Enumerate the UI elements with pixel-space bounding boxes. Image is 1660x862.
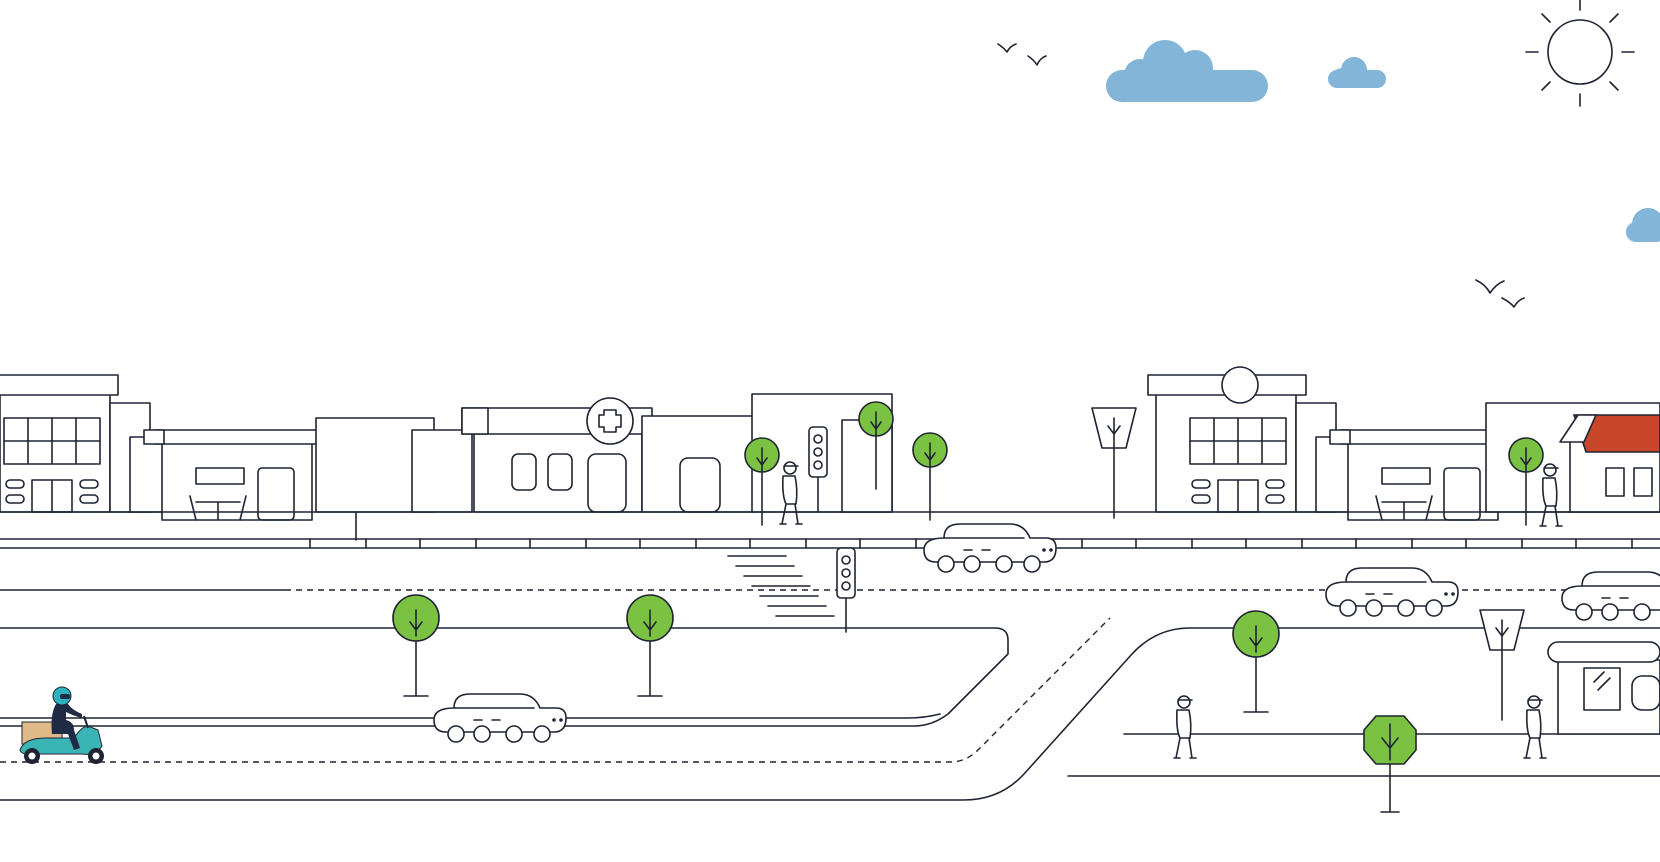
car-icon	[923, 523, 1057, 573]
car-icon	[433, 693, 567, 743]
sun-icon	[1525, 0, 1635, 107]
cloud-icon	[1626, 208, 1660, 242]
delivery-scooter-icon	[19, 686, 104, 764]
tree-icon	[1363, 715, 1417, 813]
bird-icon	[997, 43, 1525, 308]
car-icon	[1561, 571, 1660, 621]
car-icon	[1325, 567, 1459, 617]
cloud-icon	[1106, 40, 1268, 102]
shop-building	[1547, 641, 1660, 735]
cone-tree	[1091, 407, 1137, 519]
pedestrian-icon	[1173, 695, 1197, 759]
cafe-building	[1315, 429, 1507, 521]
traffic-light-icon	[836, 547, 856, 633]
pharmacy-building	[461, 397, 755, 513]
shop-building	[1147, 366, 1337, 513]
pedestrian-icon	[1523, 695, 1547, 759]
cone-tree	[1479, 609, 1525, 721]
shop-building	[0, 374, 151, 513]
awning-shop	[1559, 414, 1660, 513]
crosswalk	[727, 555, 835, 617]
cafe-building	[129, 429, 321, 521]
cloud-icon	[1328, 57, 1386, 88]
